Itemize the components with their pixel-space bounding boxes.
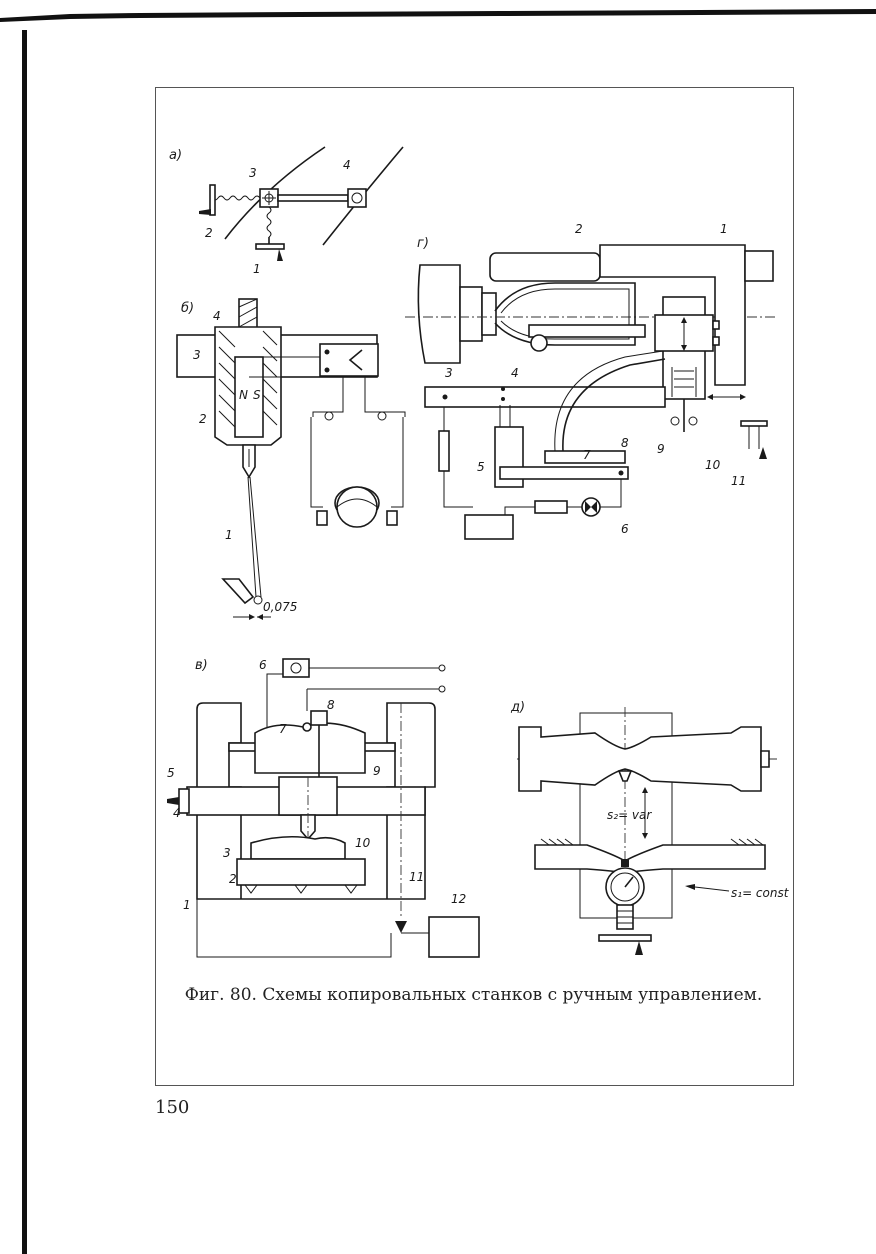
box-12 (429, 917, 479, 957)
label-s2-var: s₂= var (607, 808, 652, 822)
plunger-8 (311, 711, 327, 725)
panel-v: в) 6 8 7 9 (167, 658, 479, 957)
roller-4 (348, 189, 366, 207)
resistor (439, 431, 449, 471)
label-v-3: 3 (223, 846, 231, 860)
scan-edge-top (0, 0, 876, 24)
motor-foot-left (317, 511, 327, 525)
label-a-3: 3 (249, 166, 257, 180)
pole-s: S (253, 388, 261, 402)
panel-a-letter: а) (169, 148, 182, 163)
panel-v-letter: в) (195, 658, 208, 673)
panel-d: д) s₂= var s₁= const (510, 700, 790, 955)
copy-template (223, 579, 253, 603)
label-v-2: 2 (229, 872, 237, 886)
label-v-8: 8 (327, 698, 335, 712)
label-b-3: 3 (193, 348, 201, 362)
pole-n: N (239, 388, 248, 402)
panel-g: г) (405, 222, 775, 539)
bar-8 (500, 467, 628, 479)
device-5 (465, 515, 513, 539)
link-bar (278, 195, 348, 201)
panel-g-letter: г) (417, 236, 429, 251)
page-number: 150 (155, 1097, 189, 1118)
workpiece-3 (251, 837, 345, 859)
panel-d-letter: д) (510, 700, 525, 715)
label-g-1: 1 (720, 222, 728, 236)
figure-caption: Фиг. 80. Схемы копировальных станков с р… (155, 985, 792, 1005)
label-v-5: 5 (167, 766, 175, 780)
figure-80: а) 3 4 2 1 б) N S (155, 87, 792, 987)
scan-edge-left (22, 30, 27, 1254)
label-v-9: 9 (373, 764, 381, 778)
feed-handwheel (599, 935, 651, 941)
table-2 (237, 859, 365, 885)
label-g-4: 4 (511, 366, 519, 380)
stylus-1 (248, 477, 261, 597)
label-a-4: 4 (343, 158, 351, 172)
resistor-2 (535, 501, 567, 513)
label-v-4: 4 (173, 806, 181, 820)
panel-b-letter: б) (181, 301, 194, 316)
spring-horizontal (212, 196, 260, 200)
label-v-6: 6 (259, 658, 267, 672)
copy-shaft (519, 727, 761, 791)
bar-3 (425, 387, 665, 407)
label-a-2: 2 (205, 226, 213, 240)
label-g-10: 10 (705, 458, 721, 472)
spring-vertical (267, 207, 271, 237)
chuck (418, 265, 460, 363)
roller-7 (303, 723, 311, 731)
stylus-bar (529, 325, 645, 337)
panel-b: б) N S 0,075 4 (177, 299, 405, 620)
label-g-8: 8 (621, 436, 629, 450)
label-g-6: 6 (621, 522, 629, 536)
frame-1-end (745, 251, 773, 281)
handwheel-1 (256, 244, 284, 249)
slide-guide-top (490, 253, 600, 281)
label-v-12: 12 (451, 892, 466, 906)
label-v-1: 1 (183, 898, 191, 912)
label-g-9: 9 (657, 442, 665, 456)
label-b-4: 4 (213, 309, 221, 323)
label-g-7: 7 (583, 448, 591, 462)
motor-foot-right (387, 511, 397, 525)
label-a-1: 1 (253, 262, 261, 276)
label-v-11: 11 (409, 870, 424, 884)
label-b-1: 1 (225, 528, 233, 542)
label-v-10: 10 (355, 836, 371, 850)
template-bar-d (535, 845, 765, 873)
chuck-jaw (460, 287, 482, 341)
label-g-11: 11 (731, 474, 746, 488)
label-s1-const: s₁= const (731, 886, 790, 900)
indicator-6 (283, 659, 309, 677)
label-g-5: 5 (477, 460, 485, 474)
label-g-3: 3 (445, 366, 453, 380)
tracer-4 (531, 335, 547, 351)
label-b-2: 2 (199, 412, 207, 426)
label-g-2: 2 (575, 222, 583, 236)
label-v-7: 7 (279, 722, 287, 736)
dimension-0075: 0,075 (263, 600, 297, 614)
panel-a: а) 3 4 2 1 (169, 147, 403, 276)
